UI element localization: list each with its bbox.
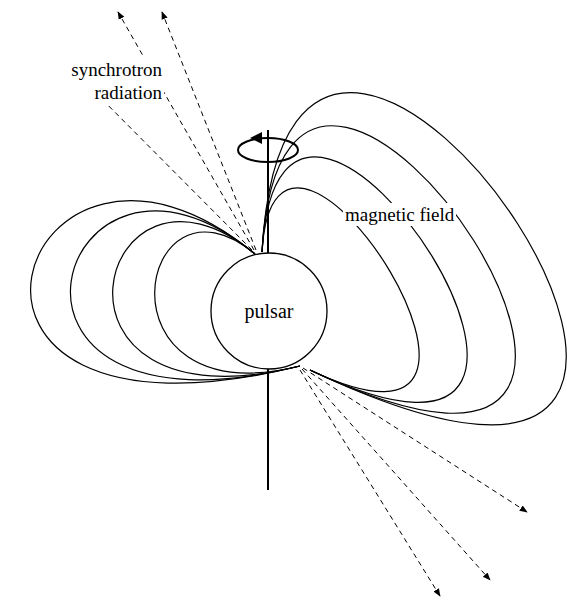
rotation-arrowhead (250, 132, 262, 144)
field-line (262, 93, 566, 425)
pulsar-circle: pulsar (210, 252, 328, 370)
node-shape (211, 253, 327, 369)
node-text-holder: pulsar (245, 300, 294, 323)
radiation-arrow (162, 12, 256, 250)
radiation-label: synchrotron radiation (48, 58, 164, 104)
radiation-arrow (118, 12, 254, 250)
radiation-arrow (300, 370, 440, 596)
field-label: magnetic field (343, 203, 456, 226)
radiation-arrow (302, 369, 490, 580)
field-lines (31, 93, 567, 425)
radiation-arrow (303, 368, 527, 512)
node-label: pulsar (245, 300, 294, 323)
rotation-ellipse (238, 138, 298, 162)
